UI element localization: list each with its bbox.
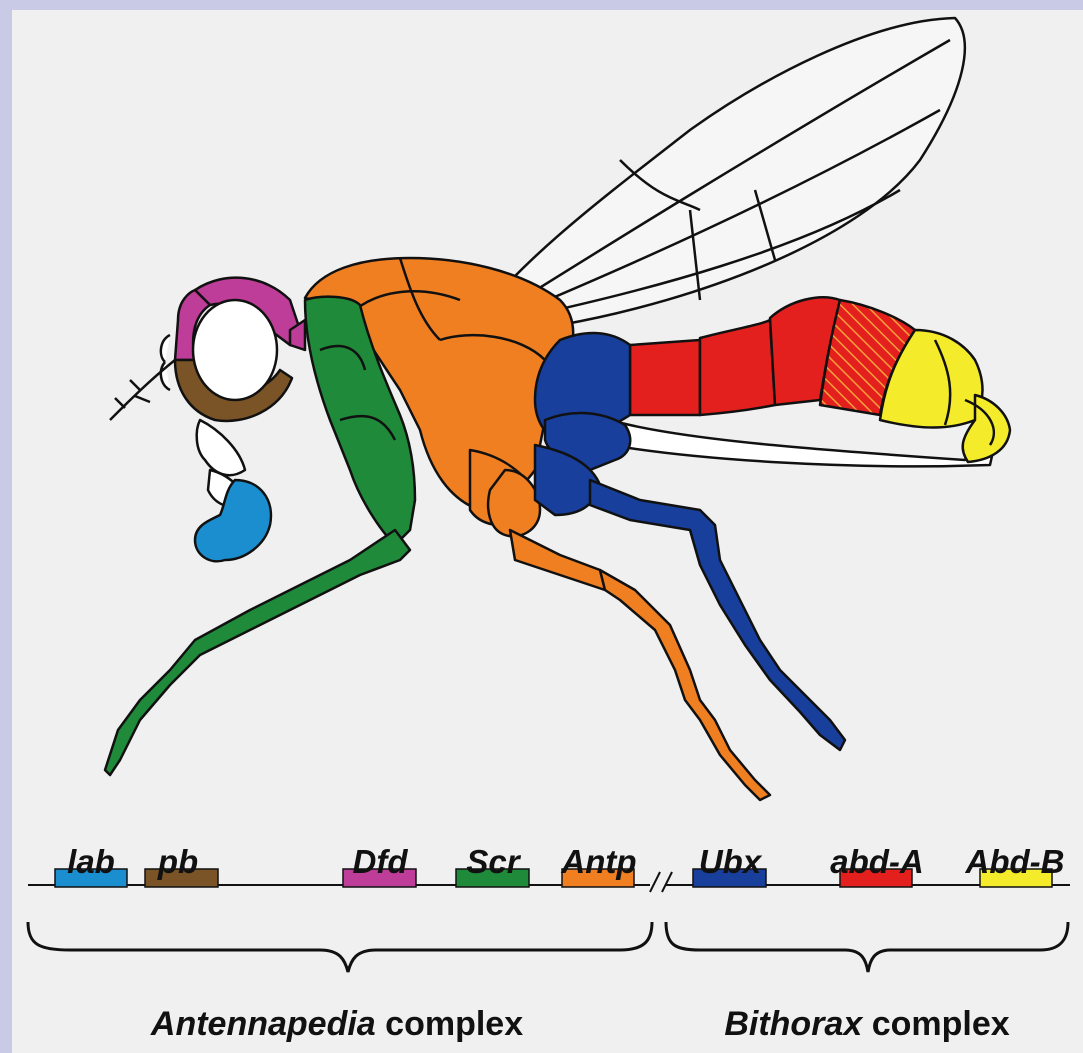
antennapedia-brace bbox=[28, 922, 652, 972]
bithorax-brace bbox=[666, 922, 1068, 972]
diagram-panel: lab pb Dfd Scr Antp Ubx abd-A Abd-B Ante… bbox=[12, 10, 1083, 1053]
bithorax-complex-label: Bithorax complex bbox=[724, 1005, 1009, 1044]
gene-label-dfd: Dfd bbox=[353, 843, 408, 881]
gene-label-lab: lab bbox=[67, 843, 115, 881]
segment-a1 bbox=[630, 340, 700, 415]
gene-label-pb: pb bbox=[158, 843, 198, 881]
head bbox=[110, 278, 305, 562]
gene-label-abd-a: abd-A bbox=[830, 843, 924, 881]
antennapedia-complex-label: Antennapedia complex bbox=[151, 1005, 523, 1044]
gene-label-antp: Antp bbox=[561, 843, 636, 881]
abdomen bbox=[610, 297, 1010, 466]
hox-gene-fly-diagram bbox=[12, 10, 1083, 1053]
gene-map bbox=[28, 869, 1070, 972]
gene-label-abd-b: Abd-B bbox=[966, 843, 1065, 881]
gene-label-ubx: Ubx bbox=[699, 843, 761, 881]
gene-label-scr: Scr bbox=[466, 843, 519, 881]
fly-illustration bbox=[105, 18, 1010, 800]
break-mark bbox=[650, 872, 672, 892]
